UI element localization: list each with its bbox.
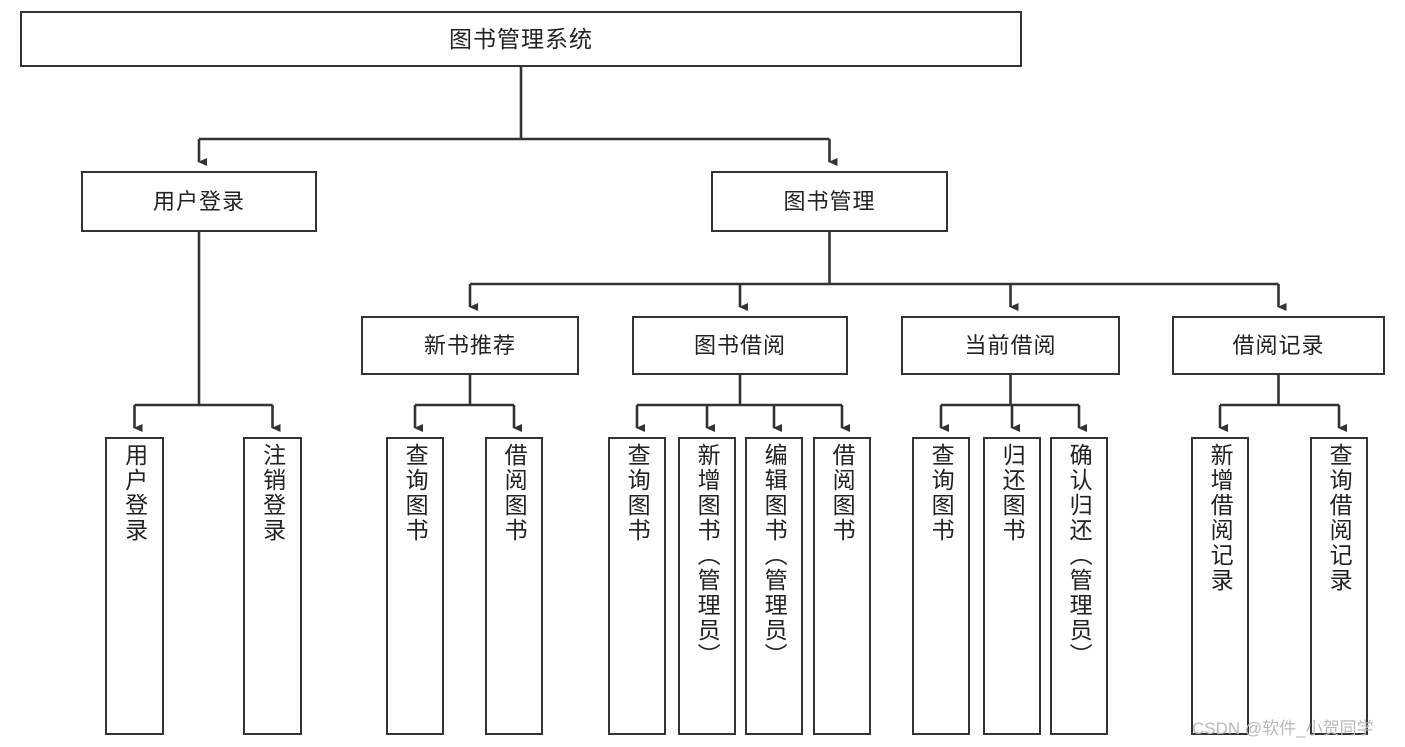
node-l_login[interactable]: 用户登录	[105, 437, 164, 735]
node-label: 注销登录	[259, 443, 286, 543]
node-l_borrow1[interactable]: 借阅图书	[485, 437, 543, 735]
node-label: 借阅记录	[1232, 332, 1325, 358]
node-l_addrec[interactable]: 新增借阅记录	[1191, 437, 1249, 735]
node-label: 归还图书	[999, 443, 1026, 543]
node-l_confirm[interactable]: 确认归还（管理员）	[1050, 437, 1108, 735]
node-label: 查询图书	[928, 443, 955, 543]
node-l_edit[interactable]: 编辑图书（管理员）	[745, 437, 803, 735]
node-l_logout[interactable]: 注销登录	[243, 437, 302, 735]
node-records[interactable]: 借阅记录	[1172, 316, 1385, 375]
node-borrow[interactable]: 图书借阅	[632, 316, 848, 375]
node-l_add[interactable]: 新增图书（管理员）	[678, 437, 736, 735]
node-label: 查询借阅记录	[1326, 443, 1353, 593]
node-label: 新书推荐	[423, 332, 516, 358]
node-l_query3[interactable]: 查询图书	[912, 437, 970, 735]
node-label: 编辑图书（管理员）	[761, 443, 788, 668]
node-label: 查询图书	[624, 443, 651, 543]
node-label: 新增借阅记录	[1207, 443, 1234, 593]
node-label: 用户登录	[152, 188, 245, 214]
node-label: 图书借阅	[693, 332, 786, 358]
node-label: 当前借阅	[964, 332, 1057, 358]
node-label: 用户登录	[121, 443, 148, 543]
node-label: 查询图书	[402, 443, 429, 543]
node-root[interactable]: 图书管理系统	[20, 11, 1022, 67]
node-l_query1[interactable]: 查询图书	[386, 437, 444, 735]
node-label: 图书管理系统	[449, 25, 593, 52]
node-current[interactable]: 当前借阅	[901, 316, 1120, 375]
node-l_borrow2[interactable]: 借阅图书	[813, 437, 871, 735]
node-l_query2[interactable]: 查询图书	[608, 437, 666, 735]
node-l_return[interactable]: 归还图书	[983, 437, 1041, 735]
node-l_queryrec[interactable]: 查询借阅记录	[1310, 437, 1368, 735]
node-login[interactable]: 用户登录	[81, 171, 317, 232]
node-newbook[interactable]: 新书推荐	[361, 316, 579, 375]
node-label: 借阅图书	[829, 443, 856, 543]
node-label: 图书管理	[783, 188, 876, 214]
node-bookmgmt[interactable]: 图书管理	[711, 171, 948, 232]
node-label: 借阅图书	[501, 443, 528, 543]
node-label: 确认归还（管理员）	[1066, 443, 1093, 668]
csdn-watermark: CSDN @软件_小贺同学	[1192, 719, 1374, 738]
node-label: 新增图书（管理员）	[694, 443, 721, 668]
